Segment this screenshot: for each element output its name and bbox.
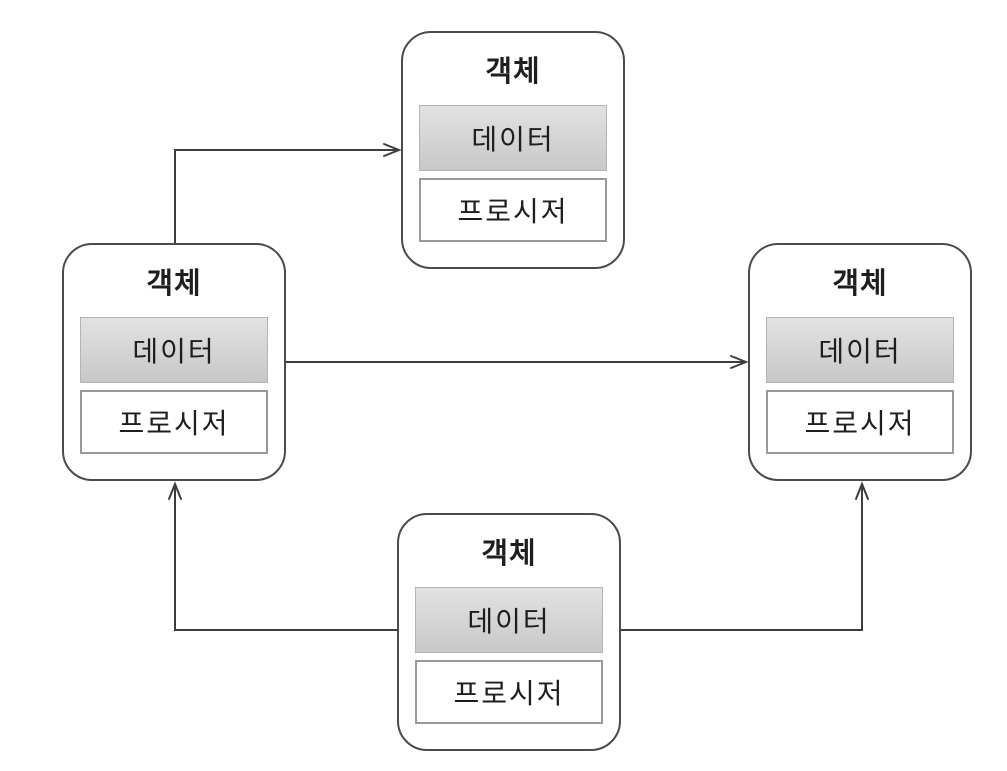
data-section: 데이터 xyxy=(415,587,603,653)
object-title: 객체 xyxy=(146,268,202,300)
object-title: 객체 xyxy=(481,538,537,570)
arrow-bottom-to-right xyxy=(621,481,869,631)
arrow-left-to-top xyxy=(174,143,402,243)
object-box-bottom: 객체 데이터 프로시저 xyxy=(397,513,621,751)
object-box-left: 객체 데이터 프로시저 xyxy=(62,243,286,481)
procedure-section: 프로시저 xyxy=(80,390,268,454)
procedure-section: 프로시저 xyxy=(415,660,603,724)
data-section: 데이터 xyxy=(419,105,607,171)
arrow-bottom-to-left xyxy=(168,481,397,631)
object-title: 객체 xyxy=(485,56,541,88)
object-title: 객체 xyxy=(832,268,888,300)
object-box-top: 객체 데이터 프로시저 xyxy=(401,31,625,269)
object-box-right: 객체 데이터 프로시저 xyxy=(748,243,972,481)
procedure-section: 프로시저 xyxy=(766,390,954,454)
data-section: 데이터 xyxy=(80,317,268,383)
procedure-section: 프로시저 xyxy=(419,178,607,242)
data-section: 데이터 xyxy=(766,317,954,383)
